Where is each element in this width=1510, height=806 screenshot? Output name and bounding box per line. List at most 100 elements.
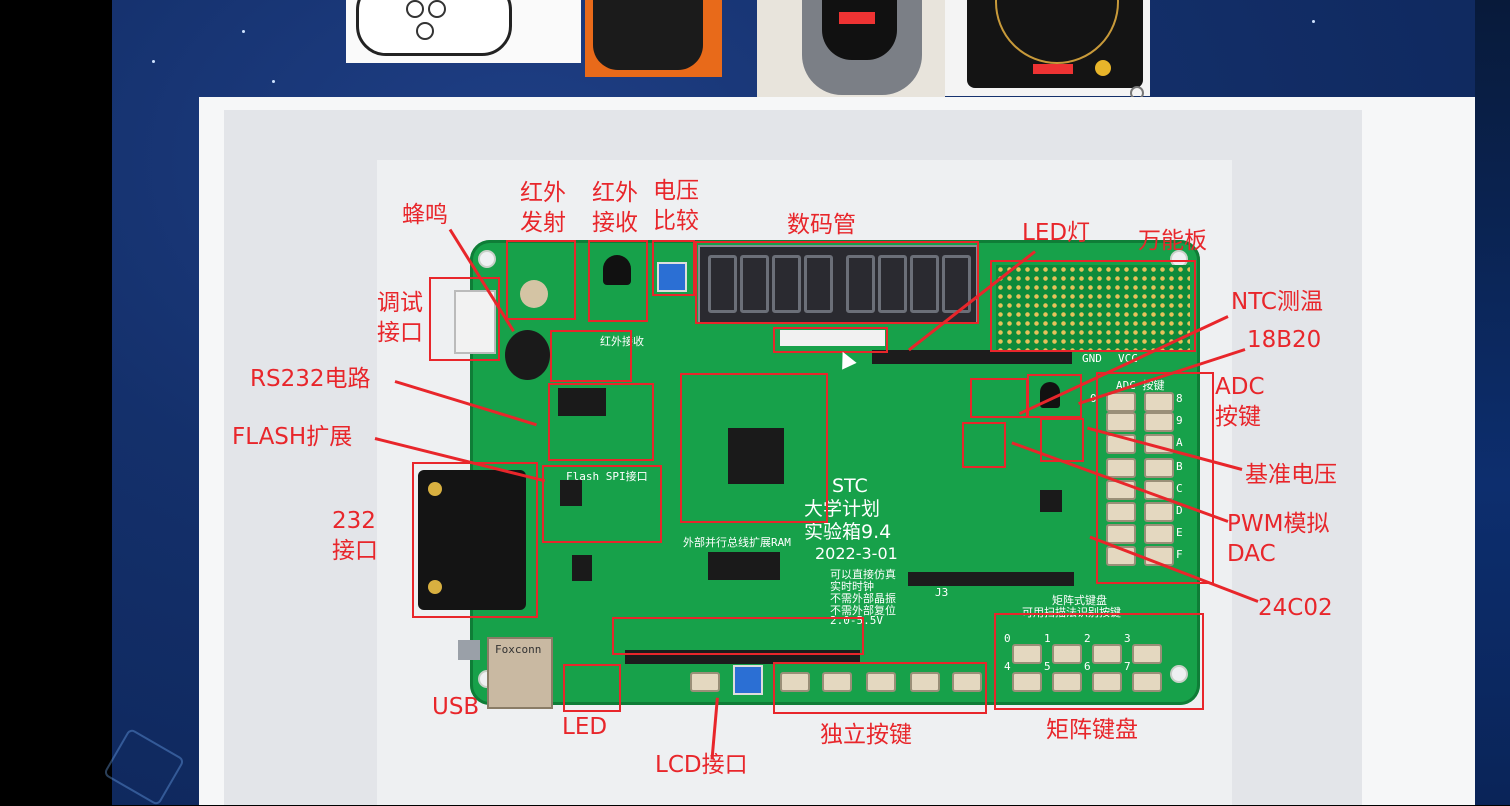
key-button [952, 672, 982, 692]
debug-connector [454, 290, 496, 354]
key-button [780, 672, 810, 692]
silk-ir-rx: 红外接收 [600, 335, 644, 348]
product-photo-kettle [757, 0, 945, 100]
matrix-button [1052, 644, 1082, 664]
label-led: LED [562, 714, 608, 740]
label-led-light: LED灯 [1022, 220, 1091, 246]
silk-adc-key: B [1176, 460, 1183, 473]
silk-gnd: GND [1082, 352, 1102, 365]
flash-chip [560, 480, 582, 506]
mount-hole [1170, 665, 1188, 683]
star [242, 30, 245, 33]
seg-digit [740, 255, 769, 313]
rs232-chip [558, 388, 606, 416]
silk-adc-key: E [1176, 526, 1183, 539]
adc-button [1106, 458, 1136, 478]
lcd-potentiometer [733, 665, 763, 695]
silk-adc-key: A [1176, 436, 1183, 449]
label-24c02: 24C02 [1258, 595, 1333, 621]
ir-led [520, 280, 548, 308]
silk-line1: 大学计划 [804, 498, 881, 520]
box-ir-tx [506, 240, 576, 320]
ram-chip [708, 552, 780, 580]
mcu-chip [728, 428, 784, 484]
silk-matrix-num: 7 [1124, 660, 1131, 673]
label-indep-keys: 独立按键 [820, 722, 912, 748]
silk-matrix-num: 1 [1044, 632, 1051, 645]
box-18b20 [1027, 374, 1082, 418]
matrix-button [1052, 672, 1082, 692]
label-adc-keys: ADC 按键 [1215, 374, 1265, 430]
box-buzzer [550, 330, 632, 382]
silk-adc-key: 8 [1176, 392, 1183, 405]
ir-receiver [603, 255, 631, 285]
box-indep-keys [773, 662, 987, 714]
silk-note: 可以直接仿真 [830, 568, 896, 581]
silk-j3: J3 [935, 586, 949, 599]
adc-button [1144, 502, 1174, 522]
star [152, 60, 155, 63]
box-led [563, 664, 621, 712]
box-proto-board [990, 260, 1196, 352]
silk-adc-key: D [1176, 504, 1183, 517]
box-pwm-dac [962, 422, 1006, 468]
silk-matrix-num: 5 [1044, 660, 1051, 673]
seg-digit [846, 255, 875, 313]
silk-adc-key: 9 [1176, 414, 1183, 427]
silk-matrix-num: 3 [1124, 632, 1131, 645]
seg-digit [878, 255, 907, 313]
seg-digit [804, 255, 833, 313]
label-lcd-port: LCD接口 [655, 752, 748, 778]
star [1312, 20, 1315, 23]
box-flash [542, 465, 662, 543]
label-232-port: 232 接口 [332, 508, 378, 564]
key-button [910, 672, 940, 692]
adc-button [1106, 502, 1136, 522]
label-debug-port: 调试 接口 [377, 290, 423, 346]
box-lcd [612, 617, 864, 655]
seg-digit [910, 255, 939, 313]
seg-digit [772, 255, 801, 313]
pin-header [908, 572, 1074, 586]
usb-connector [487, 637, 553, 709]
box-seg-display [695, 241, 979, 324]
label-usb: USB [432, 694, 480, 720]
product-photo-remote [346, 0, 581, 63]
silk-brand: STC [832, 475, 868, 497]
label-volt-cmp: 电压 比较 [653, 178, 699, 234]
silk-matrix-num: 2 [1084, 632, 1091, 645]
seg-digit [708, 255, 737, 313]
label-ntc: NTC测温 [1231, 289, 1323, 315]
product-photo-device [585, 0, 722, 77]
matrix-button [1092, 644, 1122, 664]
mount-hole [478, 250, 496, 268]
box-ntc [970, 378, 1028, 418]
silk-matrix-num: 4 [1004, 660, 1011, 673]
box-rs232 [548, 383, 654, 461]
chip [572, 555, 592, 581]
silk-note: 不需外部复位 [830, 604, 896, 617]
box-volt-cmp [652, 240, 695, 296]
adc-button [1106, 412, 1136, 432]
background-left [0, 0, 112, 805]
matrix-button [1012, 644, 1042, 664]
label-pwm-dac: PWM模拟 DAC [1227, 511, 1330, 567]
box-led-light [773, 327, 888, 353]
box-232-port [412, 462, 538, 618]
micro-usb-connector [458, 640, 480, 660]
label-ref-volt: 基准电压 [1245, 462, 1337, 488]
pin-header [872, 350, 1072, 364]
label-ir-rx: 红外 接收 [592, 180, 638, 236]
label-seg-display: 数码管 [787, 212, 856, 238]
adc-button [1144, 524, 1174, 544]
product-photo-induction-cooker [945, 0, 1150, 96]
silk-matrix-title: 矩阵式键盘 [1052, 594, 1107, 607]
silk-adc-key: F [1176, 548, 1183, 561]
silk-usb-brand: Foxconn [495, 643, 542, 656]
prototype-area [996, 265, 1190, 350]
silk-note: 实时时钟 [830, 580, 874, 593]
background-right [1475, 0, 1510, 805]
label-proto-board: 万能板 [1138, 228, 1207, 254]
star [272, 80, 275, 83]
key-button [866, 672, 896, 692]
